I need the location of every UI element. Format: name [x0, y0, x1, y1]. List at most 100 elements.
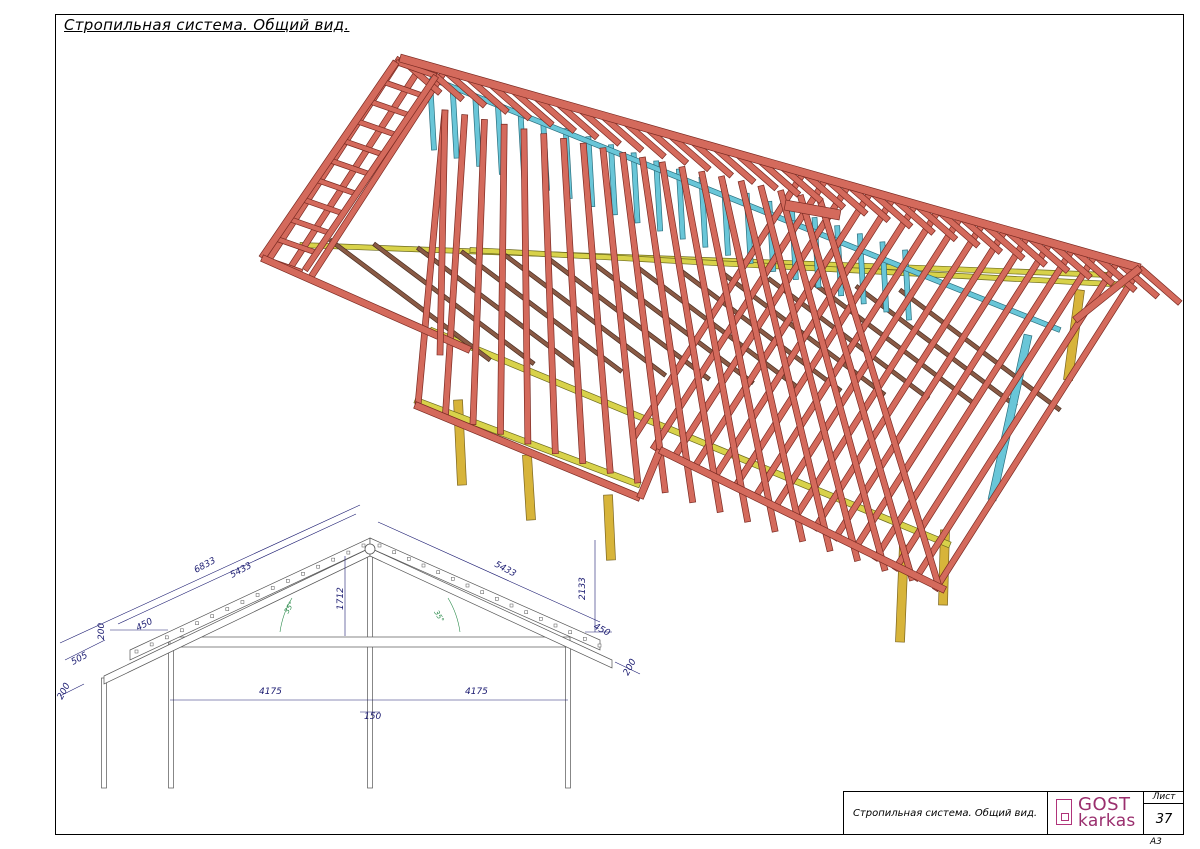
section-tick-right-10 [524, 610, 528, 614]
company-logo: GOST karkas [1048, 791, 1144, 835]
rafter-front-4 [520, 128, 532, 445]
stud-9 [630, 152, 641, 224]
logo-text-bottom: karkas [1078, 811, 1136, 831]
title-block-name: Стропильная система. Общий вид. [843, 791, 1048, 835]
rafter-front-16 [757, 184, 861, 562]
rafter-front-12 [678, 165, 752, 523]
dim-span-right: 4175 [465, 687, 488, 697]
eave-board-left [260, 254, 472, 354]
front-gable-edge [436, 109, 449, 356]
angle-arc-left [279, 597, 293, 633]
dim-overhang-right: 450 [592, 622, 612, 639]
rafter-front-11 [658, 161, 724, 513]
dim-height-left: 200 [97, 623, 107, 640]
sheet-number: 37 [1155, 812, 1173, 827]
drawing-title: Стропильная система. Общий вид. [64, 16, 350, 34]
section-tick-right-5 [451, 577, 455, 581]
rafter-front-6 [560, 137, 587, 464]
rafter-front-14 [717, 175, 806, 543]
chimney-opening [783, 199, 842, 221]
section-tick-left-10 [286, 579, 290, 583]
sheet-label: Лист [1144, 791, 1184, 804]
angle-arc-right [447, 597, 461, 633]
dimline-eave-left [64, 639, 106, 661]
rafter-front-5 [540, 133, 559, 455]
section-tick-right-11 [539, 617, 543, 621]
rafter-front-9 [619, 151, 669, 494]
dim-ridge-height: 1712 [336, 587, 346, 610]
logo-text-top: GOST [1078, 794, 1131, 815]
dim-height-right: 2133 [578, 577, 588, 600]
section-tick-right-6 [465, 583, 470, 588]
dim-span-left: 4175 [259, 687, 282, 697]
section-tick-left-11 [301, 572, 305, 576]
section-ridge-node [364, 543, 376, 555]
dim-angle-right: 35° [432, 609, 445, 624]
dim-rafter-total: 6833 [193, 556, 218, 576]
stud-10 [653, 160, 664, 232]
eave-board-right [657, 446, 948, 594]
rafter-front-15 [737, 179, 834, 553]
dimline-rafter-right [377, 521, 601, 623]
section-tick-right-15 [597, 643, 602, 648]
section-tick-left-3 [180, 628, 184, 633]
rafter-back-33 [1137, 265, 1183, 306]
rafter-frame-geometry [258, 53, 1183, 643]
section-tick-left-6 [225, 607, 230, 611]
dim-eave-offset-right: 200 [622, 657, 639, 677]
section-tick-left-1 [149, 642, 154, 647]
section-tick-right-7 [480, 590, 484, 594]
section-tick-right-9 [509, 603, 514, 608]
eave-board-corner [636, 448, 664, 500]
dim-eave-offset-left: 200 [56, 681, 73, 701]
title-block [843, 791, 1184, 835]
stud-8 [608, 144, 618, 216]
dimline-rafter-total [59, 504, 361, 644]
section-tick-right-1 [392, 550, 396, 554]
section-tick-left-15 [361, 543, 366, 548]
dimline-rafter-left [117, 513, 357, 625]
section-tick-left-12 [316, 564, 320, 569]
section-tick-right-8 [495, 597, 499, 601]
rafter-front-13 [698, 170, 779, 533]
gable-rung-0 [394, 59, 438, 79]
dimline-offset-left [59, 683, 85, 697]
drawing-frame [55, 14, 1184, 835]
section-tick-left-2 [165, 635, 169, 640]
rafter-section-drawing [59, 504, 641, 789]
section-tick-right-4 [436, 570, 440, 574]
section-tick-right-12 [553, 623, 558, 628]
section-tick-left-7 [240, 600, 245, 604]
dim-angle-left: 35° [283, 600, 296, 615]
section-tick-right-13 [568, 630, 572, 634]
rafter-front-7 [579, 142, 614, 474]
section-tick-right-3 [421, 563, 426, 568]
rafter-front-2 [469, 118, 488, 425]
house-icon [1056, 799, 1072, 825]
section-tick-left-9 [270, 586, 275, 590]
section-tick-right-2 [407, 557, 411, 561]
dim-eave-left: 505 [70, 651, 90, 668]
rafter-front-3 [497, 123, 508, 435]
section-tick-left-4 [195, 621, 199, 625]
section-tick-right-0 [377, 543, 382, 548]
section-tick-left-13 [331, 557, 335, 562]
dim-rafter-left: 5433 [229, 561, 254, 581]
dim-center-post: 150 [364, 712, 381, 722]
section-tick-left-8 [255, 593, 260, 597]
ridge-beam [398, 53, 1142, 273]
section-tick-right-14 [583, 637, 587, 641]
rafter-front-8 [599, 147, 642, 484]
section-tick-left-0 [134, 649, 139, 654]
rafter-front-10 [639, 156, 697, 504]
section-tick-left-5 [210, 614, 214, 618]
post-2 [603, 494, 616, 561]
section-tick-left-14 [346, 550, 351, 555]
rafter-end-right [1072, 264, 1143, 324]
sheet-format: А3 [1150, 837, 1162, 847]
gable-edge-inner [302, 73, 439, 273]
dim-rafter-right: 5433 [493, 560, 518, 580]
